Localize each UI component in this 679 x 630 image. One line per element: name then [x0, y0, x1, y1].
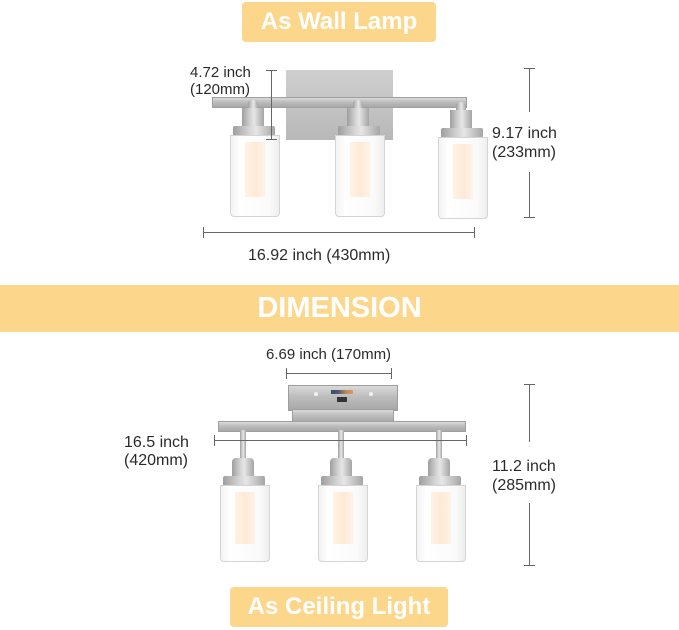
ceiling-height-bottom-tick — [524, 565, 535, 566]
wall-lamp-label-text: As Wall Lamp — [260, 8, 418, 35]
wall-shade-left — [225, 100, 285, 220]
ceiling-height-text: 11.2 inch (285mm) — [492, 457, 556, 495]
wall-short-height-mm: (120mm) — [190, 81, 251, 98]
ceiling-shade-center — [313, 430, 373, 565]
ceiling-light-label-text: As Ceiling Light — [247, 593, 431, 620]
wall-width-line — [203, 232, 475, 233]
dimension-banner-title: DIMENSION — [257, 292, 422, 324]
wall-arm-bar — [212, 97, 467, 108]
wall-shade-right — [433, 102, 493, 227]
ceiling-canopy-indicator — [337, 397, 347, 402]
wall-short-bottom-tick — [266, 139, 277, 140]
wall-total-height-text: 9.17 inch (233mm) — [492, 124, 557, 162]
ceiling-base-line — [286, 373, 392, 374]
ceiling-length-right-tick — [466, 435, 467, 446]
ceiling-height-mm: (285mm) — [492, 477, 557, 494]
ceiling-length-line — [214, 440, 466, 441]
ceiling-length-text: 16.5 inch (420mm) — [124, 434, 189, 470]
ceiling-height-inch: 11.2 inch — [492, 458, 556, 475]
ceiling-shade-right — [411, 430, 471, 565]
wall-lamp-figure — [200, 60, 490, 225]
ceiling-canopy-screw-right — [369, 392, 373, 396]
wall-total-height-inch: 9.17 inch — [492, 125, 557, 142]
wall-width-text: 16.92 inch (430mm) — [248, 247, 391, 264]
wall-total-bottom-tick — [524, 217, 535, 218]
dimension-banner: DIMENSION — [0, 285, 679, 332]
ceiling-length-mm: (420mm) — [124, 452, 189, 469]
ceiling-height-line-bottom — [529, 503, 530, 565]
ceiling-length-inch: 16.5 inch — [124, 434, 189, 451]
ceiling-height-line-top — [529, 384, 530, 442]
ceiling-light-figure — [210, 385, 470, 565]
ceiling-base-right-tick — [391, 368, 392, 379]
wall-lamp-label: As Wall Lamp — [242, 2, 436, 42]
ceiling-base-width-text: 6.69 inch (170mm) — [266, 346, 392, 363]
wall-shade-center — [330, 100, 390, 225]
ceiling-canopy-screw-left — [314, 392, 318, 396]
ceiling-shade-left — [215, 430, 275, 565]
wall-total-line-bottom — [529, 172, 530, 217]
wall-width-right-tick — [474, 227, 475, 238]
wall-total-height-mm: (233mm) — [492, 144, 557, 161]
ceiling-canopy-switch — [331, 390, 353, 394]
wall-short-height-text: 4.72 inch (120mm) — [190, 64, 251, 98]
wall-short-height-line — [271, 70, 272, 140]
wall-short-height-inch: 4.72 inch — [190, 64, 251, 81]
wall-total-line-top — [529, 68, 530, 112]
ceiling-light-label: As Ceiling Light — [230, 587, 448, 627]
ceiling-canopy — [288, 385, 398, 411]
